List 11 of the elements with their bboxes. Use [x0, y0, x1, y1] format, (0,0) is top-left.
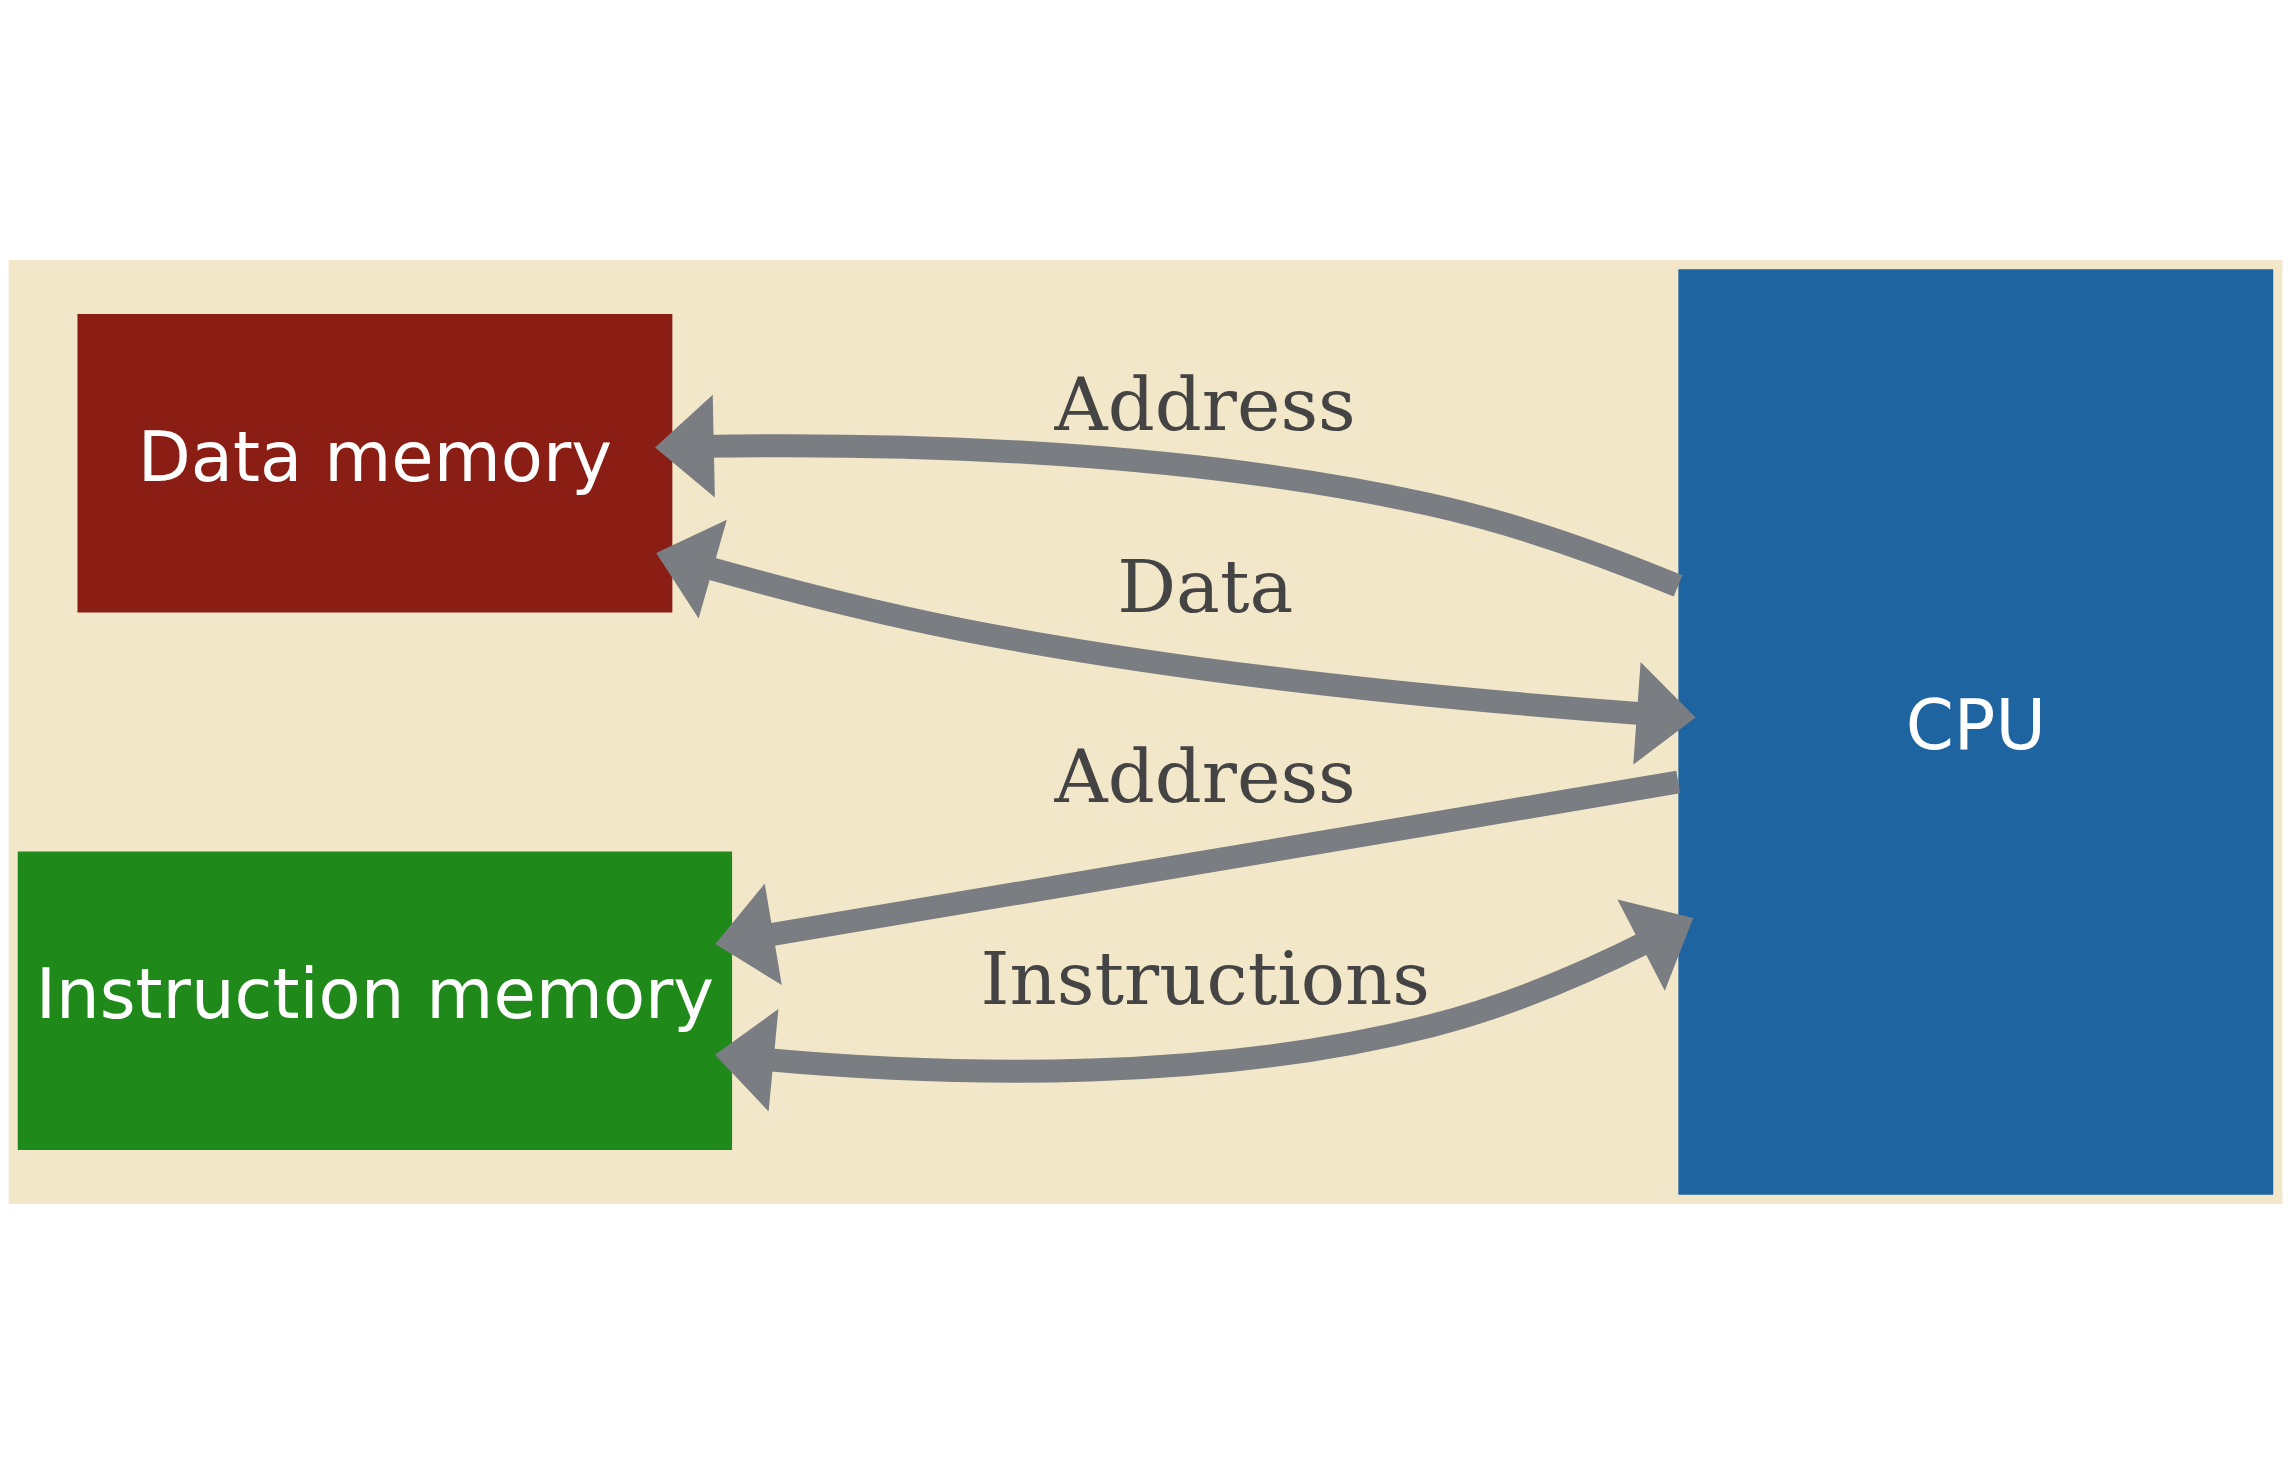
arrow [715, 770, 1681, 985]
arrow [714, 898, 1694, 1111]
edge-label: Address [1054, 733, 1356, 819]
edge-label: Address [1054, 361, 1356, 447]
node-box: Data memory [77, 313, 673, 613]
arrow [656, 519, 1696, 765]
node-box: CPU [1678, 268, 2274, 1195]
edge-label: Data [1117, 543, 1294, 629]
edge-label: Instructions [980, 935, 1430, 1021]
arrow [655, 394, 1683, 597]
node-box: Instruction memory [17, 850, 733, 1150]
